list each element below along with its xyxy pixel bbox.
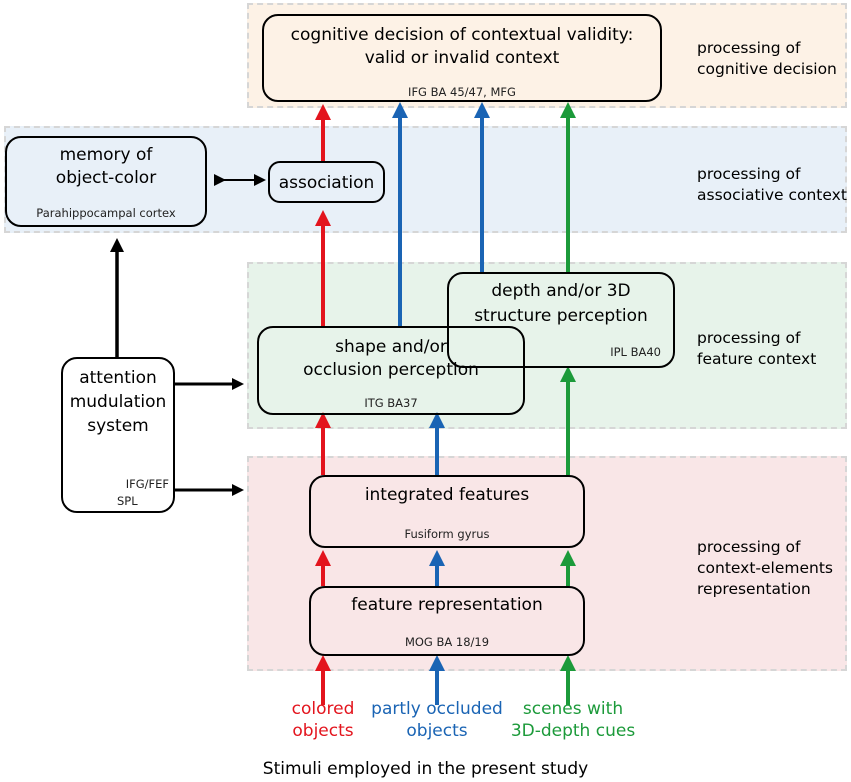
level-label-associative: processing of associative context [697,164,847,206]
association-label: association [278,173,375,193]
memory-object-color-box: memory of object-color Parahippocampal c… [5,136,207,227]
stimulus-colored-objects: colored objects [273,698,373,742]
integrated-region: Fusiform gyrus [404,527,490,541]
level-associative-line1: processing of [697,165,801,183]
level-cognitive-line1: processing of [697,39,801,57]
depth-line1: depth and/or 3D [491,281,631,301]
attention-region1: IFG/FEF [125,477,169,491]
attention-line2: mudulation [69,392,167,412]
stimulus-depth-scenes: scenes with 3D-depth cues [503,698,643,742]
feature-rep-region: MOG BA 18/19 [404,635,490,649]
shape-line2: occlusion perception [303,360,479,380]
level-context-line1: processing of [697,538,801,556]
stimulus-depth-line1: scenes with [522,699,624,719]
level-label-cognitive: processing of cognitive decision [697,38,837,80]
memory-line1: memory of [59,145,153,165]
cognitive-decision-region: IFG BA 45/47, MFG [408,85,516,99]
feature-representation-box: feature representation MOG BA 18/19 [309,586,585,656]
level-label-feature: processing of feature context [697,328,816,370]
memory-line2: object-color [55,168,157,188]
stimulus-colored-line1: colored [291,699,355,719]
depth-region: IPL BA40 [610,345,661,359]
stimulus-colored-line2: objects [292,721,354,741]
attention-region2: SPL [117,494,138,508]
stimulus-depth-line2: 3D-depth cues [510,721,636,741]
association-box: association [268,161,385,203]
memory-region: Parahippocampal cortex [36,206,176,220]
feature-rep-label: feature representation [351,595,543,615]
depth-line2: structure perception [474,306,648,326]
level-context-line3: representation [697,580,811,598]
level-feature-line2: feature context [697,350,817,368]
cognitive-decision-line2: valid or invalid context [364,48,560,68]
cognitive-decision-line1: cognitive decision of contextual validit… [290,25,634,45]
stimulus-occluded-line1: partly occluded [371,699,503,719]
attention-line1: attention [79,368,157,388]
stimulus-occluded-objects: partly occluded objects [362,698,512,742]
attention-line3: system [87,416,149,436]
level-cognitive-line2: cognitive decision [697,60,837,78]
stimulus-occluded-line2: objects [406,721,468,741]
shape-region: ITG BA37 [364,396,418,410]
shape-line1: shape and/or [335,337,447,357]
stimuli-caption: Stimuli employed in the present study [262,759,589,779]
shape-occlusion-box: shape and/or occlusion perception ITG BA… [257,326,525,415]
depth-perception-box: depth and/or 3D structure perception IPL… [447,272,675,368]
cognitive-decision-box: cognitive decision of contextual validit… [262,14,662,102]
integrated-features-box: integrated features Fusiform gyrus [309,475,585,548]
level-label-context-elements: processing of context-elements represent… [697,537,833,600]
integrated-label: integrated features [364,485,530,505]
level-feature-line1: processing of [697,329,801,347]
level-context-line2: context-elements [697,559,834,577]
attention-modulation-box: attention mudulation system IFG/FEF SPL [61,357,175,513]
level-associative-line2: associative context [697,186,847,204]
